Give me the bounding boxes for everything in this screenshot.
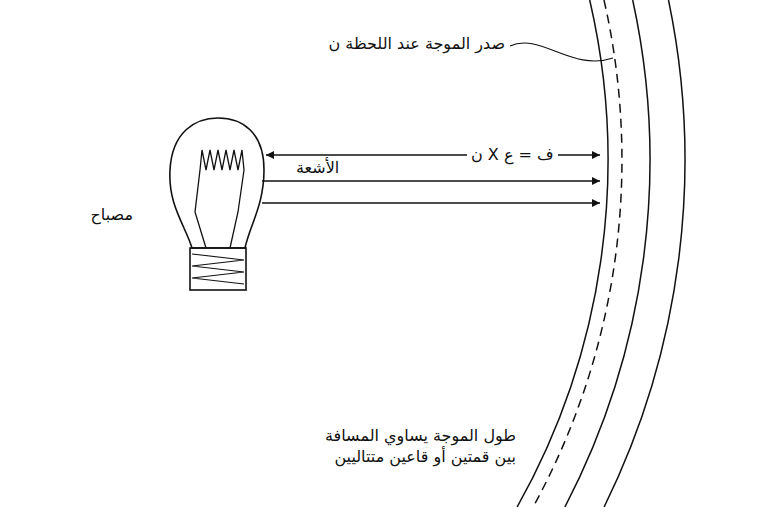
- lamp-label: مصباح: [91, 205, 133, 226]
- wavelength-note: طول الموجة يساوي المسافة بين قمتين أو قا…: [312, 426, 520, 468]
- wavefront: [604, 0, 685, 507]
- filament-support: [195, 170, 206, 248]
- rays-label: الأشعة: [292, 159, 343, 177]
- leader-line: [510, 43, 613, 61]
- ray-arrow: [262, 180, 600, 181]
- lamp-thread: [192, 254, 244, 284]
- lamp-filament: [200, 150, 244, 170]
- wavefront-dashed: [533, 0, 622, 507]
- wavefront-label: صدر الموجة عند اللحظة ن: [328, 34, 505, 55]
- lamp-bulb: [170, 118, 264, 248]
- filament-support: [230, 170, 244, 248]
- wavefront: [517, 0, 608, 507]
- distance-formula: ف = ع X ن: [467, 145, 558, 166]
- ray-arrow: [262, 202, 600, 203]
- lamp-base: [190, 248, 246, 290]
